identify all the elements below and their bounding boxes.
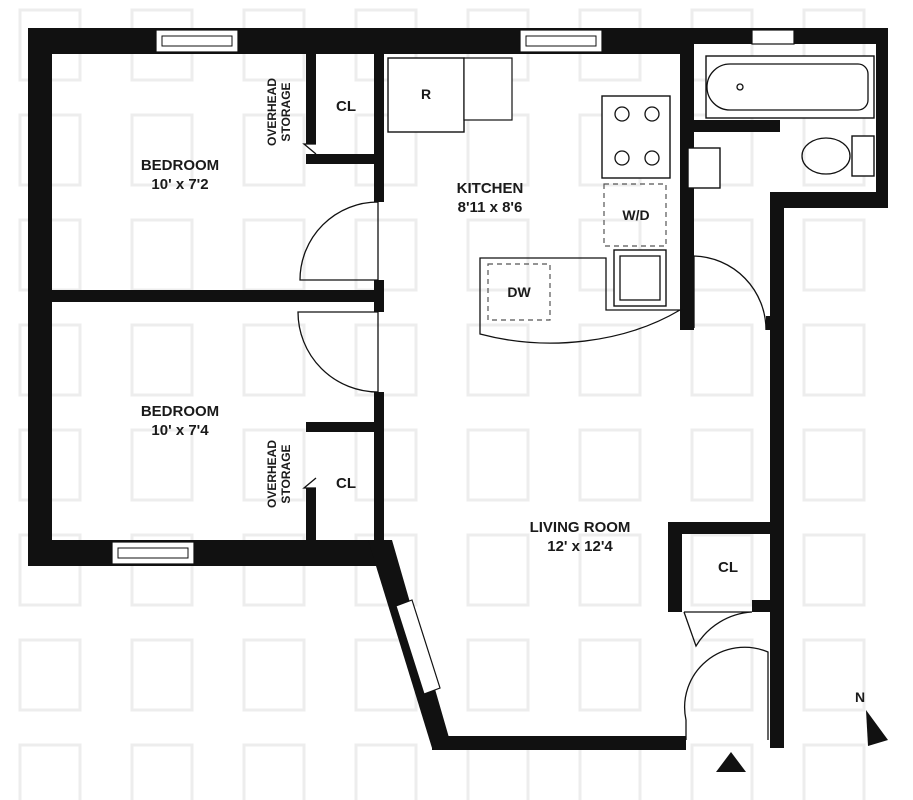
refrigerator-label: R: [421, 86, 431, 102]
washer-dryer: [603, 183, 667, 247]
bedroom1-dims: 10' x 7'2: [151, 176, 208, 193]
closet-label-upper: CL: [336, 98, 356, 115]
storage-label-lower-line2: STORAGE: [279, 444, 293, 503]
washer-dryer-label: W/D: [622, 207, 649, 223]
bathtub: [705, 55, 875, 119]
bedroom2-dims: 10' x 7'4: [151, 422, 209, 439]
living-room-name: LIVING ROOM: [530, 519, 631, 536]
bathroom-sink: [687, 147, 721, 189]
bathroom-fixtures: [687, 55, 875, 189]
dishwasher-label: DW: [507, 284, 531, 300]
windows: [111, 29, 795, 695]
storage-label-lower-line1: OVERHEAD: [265, 440, 279, 508]
bedroom2-name: BEDROOM: [141, 403, 219, 420]
kitchen-name: KITCHEN: [457, 180, 524, 197]
dishwasher: [487, 263, 551, 321]
watermark-pattern: [18, 8, 866, 800]
storage-label-upper-line1: OVERHEAD: [265, 78, 279, 146]
living-room-dims: 12' x 12'4: [547, 538, 613, 555]
kitchen-dims: 8'11 x 8'6: [458, 199, 523, 216]
refrigerator: [387, 57, 465, 133]
storage-label-upper-line2: STORAGE: [279, 82, 293, 141]
compass-north-label: N: [855, 689, 865, 705]
toilet: [801, 135, 875, 177]
compass-arrow-icon: [866, 710, 888, 746]
closet-label-living: CL: [718, 559, 738, 576]
kitchen-fixtures: [387, 57, 683, 344]
walls: [28, 28, 888, 750]
closet-label-lower: CL: [336, 475, 356, 492]
range: [601, 95, 671, 179]
doors: [297, 143, 769, 740]
kitchen-sink: [613, 249, 667, 307]
bedroom1-name: BEDROOM: [141, 157, 219, 174]
entry-arrow-icon: [716, 752, 746, 772]
